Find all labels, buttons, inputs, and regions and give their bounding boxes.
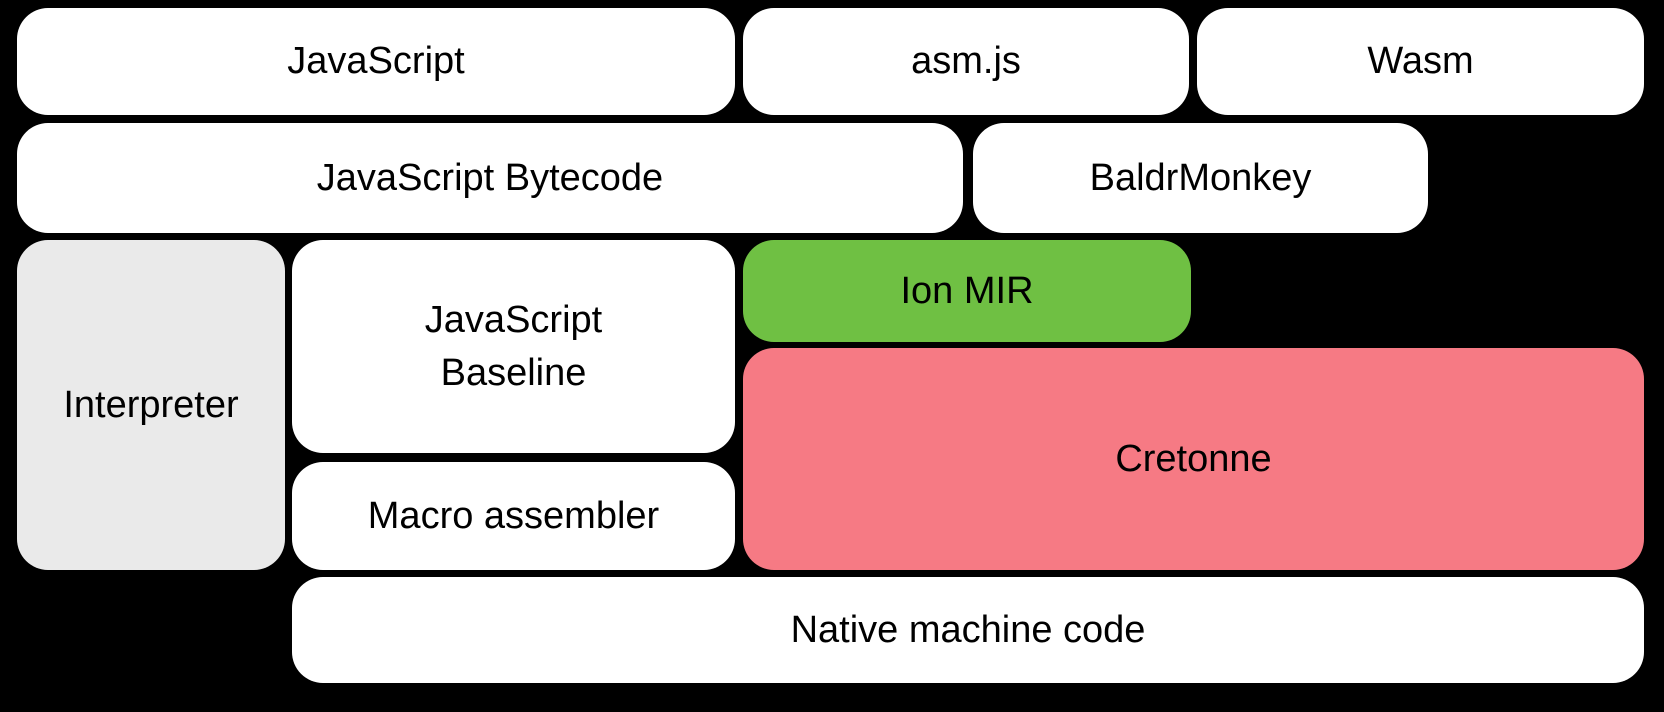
box-cretonne: Cretonne [743,348,1644,570]
box-javascript-bytecode: JavaScript Bytecode [17,123,963,233]
box-wasm: Wasm [1197,8,1644,115]
box-interpreter: Interpreter [17,240,285,570]
box-javascript-baseline: JavaScript Baseline [292,240,735,453]
box-native-machine-code: Native machine code [292,577,1644,683]
box-baldrmonkey: BaldrMonkey [973,123,1428,233]
box-javascript: JavaScript [17,8,735,115]
box-macro-assembler: Macro assembler [292,462,735,570]
box-asmjs: asm.js [743,8,1189,115]
box-ion-mir: Ion MIR [743,240,1191,342]
